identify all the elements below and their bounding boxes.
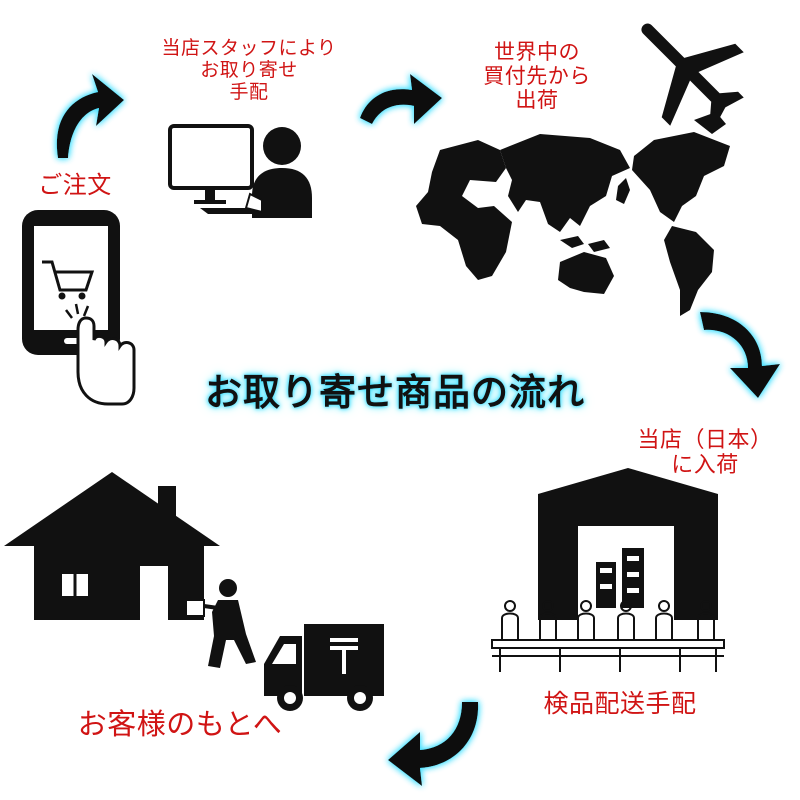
arrow-staff-to-world-icon <box>360 74 442 124</box>
arrow-order-to-staff-icon <box>56 74 125 158</box>
step-order-label: ご注文 <box>38 171 112 199</box>
arrow-inspect-to-customer-icon <box>388 702 479 786</box>
step-inspect-label: 検品配送手配 <box>543 689 697 718</box>
step-to-customer-label: お客様のもとへ <box>77 707 283 741</box>
diagram-title: お取り寄せ商品の流れ <box>205 371 585 414</box>
inspection-line-icon <box>491 600 725 672</box>
arrow-world-to-japan-icon <box>700 312 780 398</box>
warehouse-icon <box>538 468 718 620</box>
staff-computer-icon <box>168 124 312 218</box>
world-map-icon <box>416 112 730 316</box>
step-staff-label: 当店スタッフにより お取り寄せ 手配 <box>161 37 337 103</box>
smartphone-cart-icon <box>22 210 136 406</box>
step-ship-world-label: 世界中の 買付先から 出荷 <box>483 40 591 113</box>
house-icon <box>4 472 220 620</box>
delivery-truck-icon <box>264 624 384 711</box>
step-arrive-japan-label: 当店（日本） に入荷 <box>637 428 773 479</box>
airplane-icon <box>641 23 744 126</box>
courier-icon <box>185 579 256 668</box>
